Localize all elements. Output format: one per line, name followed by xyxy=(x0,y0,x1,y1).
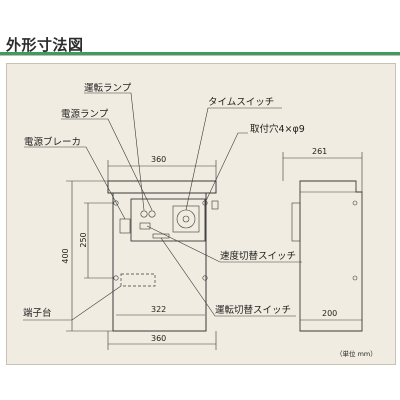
leader-power-lamp xyxy=(61,118,153,211)
label-run-switch: 運転切替スイッチ xyxy=(215,304,291,316)
dim-depth-bottom: 200 xyxy=(322,309,337,318)
title-underline xyxy=(0,52,400,56)
side-view: 261 200 xyxy=(282,147,363,332)
label-power-lamp: 電源ランプ xyxy=(61,109,109,120)
label-operation-lamp: 運転ランプ xyxy=(84,83,132,94)
power-lamp-shape xyxy=(148,210,156,218)
callouts: 運転ランプ 電源ランプ 電源ブレーカ タイムスイッチ 取付穴4×φ9 速度切替ス… xyxy=(23,83,305,321)
unit-note: （単位 mm） xyxy=(336,349,377,358)
speed-switch-shape xyxy=(139,222,151,230)
dim-hole-width: 322 xyxy=(151,305,166,314)
leader-time-switch xyxy=(185,107,282,211)
front-dimensions: 360 322 360 400 250 xyxy=(61,155,217,350)
mount-hole xyxy=(202,275,208,281)
terminal-block-shape xyxy=(120,273,156,287)
label-mounting-holes: 取付穴4×φ9 xyxy=(250,123,305,135)
side-hole xyxy=(352,275,358,281)
dim-depth-top: 261 xyxy=(312,147,327,156)
page-title: 外形寸法図 xyxy=(6,36,84,54)
front-view xyxy=(107,180,219,332)
label-speed-switch: 速度切替スイッチ xyxy=(220,250,296,262)
label-time-switch: タイムスイッチ xyxy=(208,97,274,108)
mount-hole xyxy=(202,200,208,206)
leader-speed-switch xyxy=(146,225,302,263)
label-power-breaker: 電源ブレーカ xyxy=(24,136,81,148)
label-terminal-block: 端子台 xyxy=(23,307,52,319)
leader-run-switch xyxy=(160,237,296,317)
side-hole xyxy=(352,200,358,206)
front-lid xyxy=(107,180,217,194)
dim-top-width: 360 xyxy=(151,155,166,164)
control-panel xyxy=(130,198,206,242)
side-handle xyxy=(291,202,301,242)
side-latch xyxy=(211,200,219,210)
underline-shadow xyxy=(0,55,400,56)
dim-height: 400 xyxy=(61,248,70,263)
mount-hole xyxy=(113,275,119,281)
time-switch-hub xyxy=(182,215,190,223)
time-switch-housing xyxy=(172,205,200,233)
leader-power-breaker xyxy=(24,146,126,220)
leader-operation-lamp xyxy=(84,92,145,211)
dim-bottom-width: 360 xyxy=(151,334,166,343)
front-body xyxy=(112,192,207,332)
operation-lamp-shape xyxy=(140,210,148,218)
mount-hole xyxy=(113,200,119,206)
leader-mounting-holes xyxy=(204,132,248,204)
leader-terminal-block xyxy=(23,285,122,321)
dim-hole-height: 250 xyxy=(79,232,88,247)
underline-accent xyxy=(0,52,400,55)
